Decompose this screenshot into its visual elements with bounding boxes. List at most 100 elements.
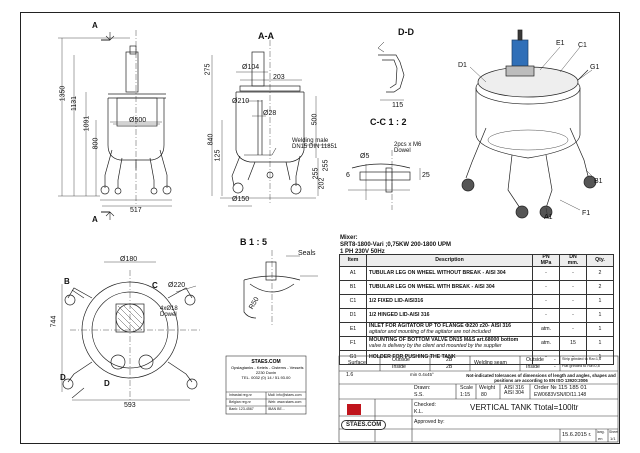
bom-col-qty: Qty. [586,253,614,268]
company-name: STAES.COM [251,359,281,365]
bom-cell-item: C1 [339,294,367,310]
bom-cell-pn: - [532,308,560,324]
section-mark-d-right: D [104,379,110,388]
section-title-aa: A-A [258,31,274,41]
section-title-b: B 1 : 5 [240,237,268,247]
bom-cell-dn: - [559,266,587,282]
bom-cell-description: INLET FOR AGITATOR UP TO FLANGE Φ220 z20… [366,322,533,338]
tb-drawn: Drawn: [414,385,431,391]
bom-cell-dn: 15 [559,336,587,352]
bom-cell-item: E1 [339,322,367,338]
section-mark-a-top: A [92,21,98,30]
bottom-view [61,261,200,401]
tb-date: 15.6.2015 г. [562,432,592,438]
section-mark-c: C [152,281,158,290]
dim-744: 744 [50,315,58,328]
dim-115: 115 [392,102,404,109]
dim-m6: 2pcs x M6 Dowel [394,142,422,154]
dim-d150: Ø150 [232,196,250,203]
bom-cell-pn: - [532,294,560,310]
bom-cell-dn: - [559,322,587,338]
tb-surface-outside: Outside [392,357,410,363]
company-address: Opslagtanks - Ketels - Cisterns - Vessel… [231,365,304,380]
tb-material: AISI 316 AISI 304 [504,385,524,397]
company-contact-1: Intrastat reg.nr [229,393,252,397]
tb-weight: Weight [479,385,496,391]
callout-e1: E1 [556,40,565,47]
dim-275: 275 [204,63,212,76]
tb-welding-inside: Inside [526,364,540,370]
company-contact-6: IBAN BE... [268,407,285,411]
bom-description-note: agitator and mounting of the agitator ar… [369,328,491,335]
dim-840: 840 [207,133,215,146]
tb-scale: Scale [460,385,473,391]
bom-cell-dn: - [559,308,587,324]
tb-welding-inside-value: - [554,364,556,370]
bom-description-text: MOUNTING OF BOTTOM VALVE DN15 M&S art.68… [369,337,519,344]
bom-cell-qty: 1 [586,322,614,338]
isometric-view [461,29,597,219]
tb-lang: lang. [597,430,605,434]
bom-col-description: Description [366,253,533,268]
bom-description-text: 1/2 HINGED LID-AISI 316 [369,311,430,318]
bom-cell-qty: 1 [586,350,614,366]
dim-125: 125 [214,149,222,162]
bom-cell-dn: - [559,294,587,310]
bom-cell-qty: 2 [586,280,614,296]
bom-cell-pn: - [532,280,560,296]
bom-cell-dn: - [559,280,587,296]
callout-a1: A1 [544,214,553,221]
dim-500: 500 [311,113,319,126]
section-title-dd: D-D [398,27,414,37]
tb-checked-value: K.L. [414,409,424,415]
tb-sheet-value: 1/1 [610,436,616,441]
staes-logo: STAES.COM [341,420,387,430]
company-contact-4: Web: www.staes.com [268,400,302,404]
tb-ra: 1.6 [346,372,354,378]
tb-welding: Welding seam [474,360,507,366]
bom-cell-qty: 1 [586,308,614,324]
bom-description-text: INLET FOR AGITATOR UP TO FLANGE Φ220 z20… [369,323,512,330]
tb-surface-inside: Inside [392,364,406,370]
callout-c1: C1 [578,42,587,49]
dim-d5: Ø5 [360,153,370,160]
dim-d500: Ø500 [129,117,147,124]
tb-lang-value: en [598,436,603,441]
dim-800: 800 [92,137,100,150]
tb-sheet: Sheet [609,430,619,434]
section-aa [211,40,330,207]
company-contact-5: Bank: 123-4567 [229,407,254,411]
bom-cell-qty: 1 [586,294,614,310]
bom-cell-qty: 2 [586,266,614,282]
tb-ship-1: Strip grinded to Ra<1,6 [562,357,602,361]
tb-checked: Checked: [414,402,436,408]
bom-description-text: TUBULAR LEG ON WHEEL WITHOUT BREAK - AIS… [369,269,506,276]
dim-d104: Ø104 [242,64,260,71]
mixer-line-1: Mixer: [340,235,358,241]
dim-4x18: 4xØ18 Dowel [160,306,178,318]
welding-note: Welding male DN15 DIN 11851 [292,138,338,150]
company-contact-2: Mail: info@staes.com [268,393,302,397]
dim-202: 202 [318,177,326,190]
dim-d220: Ø220 [168,282,186,289]
bom-header-row: Item Description PN MPa DN mm. Qty. [339,253,614,268]
bom-cell-description: 1/2 FIXED LID-AISI316 [366,294,533,310]
bom-cell-item: B1 [339,280,367,296]
tb-scale-value: 1:15 [460,392,471,398]
mixer-note: Mixer: SRT8-1800-Vari ;0,75KW 200-1800 U… [340,235,451,256]
dim-1091: 1091 [83,115,91,132]
bom-col-pn: PN MPa [532,253,560,268]
section-mark-b: B [64,277,70,286]
section-mark-a-bottom: A [92,215,98,224]
company-block: STAES.COM Opslagtanks - Ketels - Cistern… [231,359,304,412]
bom-col-item: Item [339,253,367,268]
